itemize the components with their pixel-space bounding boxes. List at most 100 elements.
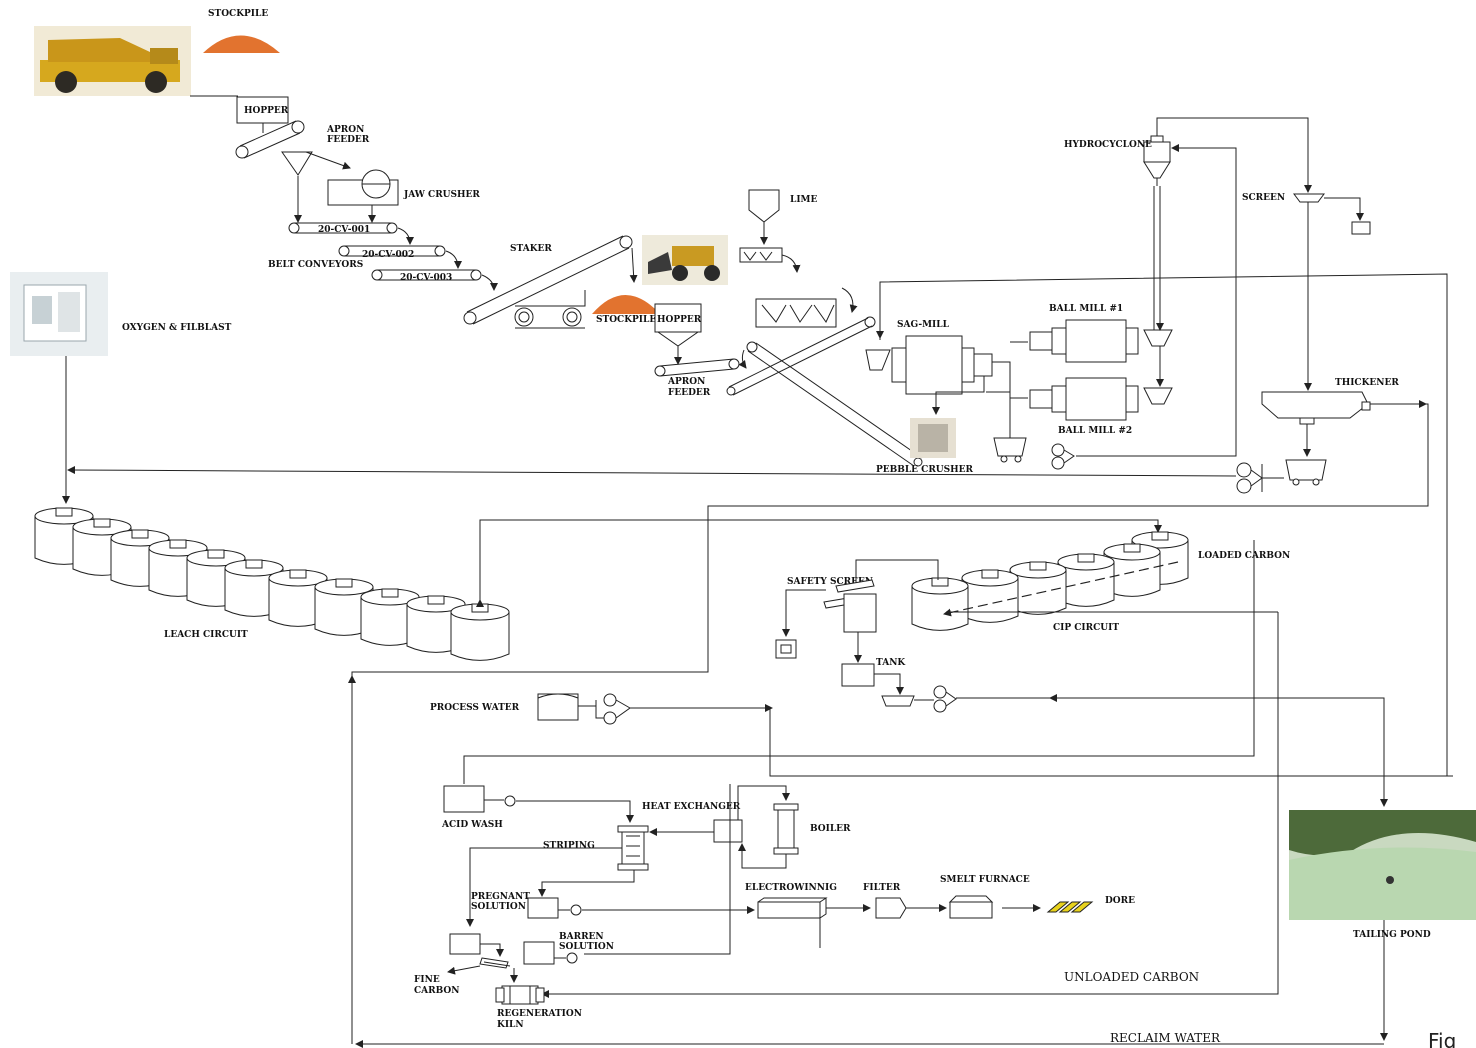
label-acid-wash: ACID WASH [441,820,503,830]
label-apron-feeder-2b: FEEDER [668,388,711,398]
label-filter: FILTER [863,883,901,893]
haul-truck-photo [34,26,191,96]
label-belt-conveyors: BELT CONVEYORS [268,260,363,270]
safety-screen [824,580,876,632]
process-water-tank [538,694,578,720]
fine-carbon-tank [450,934,480,954]
wheel-loader-photo [642,235,728,285]
label-reclaim-water: RECLAIM WATER [1110,1031,1221,1045]
lime-silo [749,190,779,222]
lime-feeder-small [740,248,782,262]
ball-mill-2 [1030,378,1172,420]
figure-caption-fragment: Fig [1428,1029,1456,1048]
label-apron-feeder-1b: FEEDER [327,135,370,145]
label-screen: SCREEN [1242,193,1285,203]
ball-mill-1 [1030,320,1172,362]
label-cv002: 20-CV-002 [362,250,414,260]
tailing-pond-photo [1289,810,1476,920]
pregnant-pump [571,905,581,915]
leach-feed-pump [1237,463,1284,493]
electrowinning-cell [758,898,826,918]
label-fine-2: CARBON [414,986,459,996]
grizzly-screen [282,152,312,175]
stockpile-mid-pile [592,295,660,314]
apron-feeder-2 [655,359,739,376]
cip-tank [912,578,968,630]
label-cip-circuit: CIP CIRCUIT [1053,623,1119,633]
cip-tank [962,570,1018,622]
label-jaw-crusher: JAW CRUSHER [403,190,480,200]
label-striping: STRIPING [543,841,595,851]
label-stockpile-mid: STOCKPILE [596,315,656,325]
tank [842,664,874,686]
tank-sump-pump [882,686,956,712]
label-smelt-furnace: SMELT FURNACE [940,875,1030,885]
striping-column [618,826,648,870]
label-oxygen: OXYGEN & FILBLAST [122,323,232,333]
mill-discharge-sump [994,438,1026,462]
label-lime: LIME [790,195,818,205]
stockpile-top-pile [203,36,280,54]
acid-wash-tank [444,786,484,812]
label-electrowinning: ELECTROWINNIG [745,883,837,893]
label-staker: STAKER [510,244,552,254]
leach-circuit [35,508,509,660]
label-leach-circuit: LEACH CIRCUIT [164,630,248,640]
smelt-furnace [950,896,992,918]
label-sag-mill: SAG-MILL [897,320,950,330]
boiler [774,804,798,854]
sag-mill [866,336,992,394]
label-pebble-crusher: PEBBLE CRUSHER [876,465,974,475]
label-apron-feeder-1a: APRON [326,125,364,135]
label-loaded-carbon: LOADED CARBON [1198,551,1290,561]
label-tank: TANK [876,658,906,668]
dore-bars [1048,902,1092,912]
label-process-water: PROCESS WATER [430,703,520,713]
carbon-sizing-screen [480,958,510,968]
regeneration-kiln [496,986,544,1004]
label-pregnant-2: SOLUTION [471,902,526,912]
label-stockpile-top: STOCKPILE [208,9,268,19]
label-thickener: THICKENER [1335,378,1399,388]
label-ball-mill-2: BALL MILL #2 [1058,426,1132,436]
label-barren-2: SOLUTION [559,942,614,952]
label-cv003: 20-CV-003 [400,273,452,283]
barren-solution-tank [524,942,554,964]
label-hopper-mid: HOPPER [657,315,702,325]
label-regen-1: REGENERATION [497,1009,582,1019]
label-tailing-pond: TAILING POND [1353,930,1431,940]
label-apron-feeder-2a: APRON [667,377,705,387]
label-hopper-top: HOPPER [244,106,289,116]
conveyor-to-sag [727,317,875,395]
thickener [1262,392,1370,424]
thickener-underflow-sump [1286,460,1326,485]
label-barren-1: BARREN [559,932,604,942]
label-pregnant-1: PREGNANT [471,892,530,902]
acid-wash-pump [505,796,515,806]
heat-exchanger [714,820,742,842]
lime-feeder-large [756,299,836,327]
label-heat-exchanger: HEAT EXCHANGER [642,802,741,812]
oxygen-plant-photo [10,272,108,356]
label-dore: DORE [1105,896,1135,906]
cyclone-feed-pump [1052,444,1074,469]
label-hydrocyclone: HYDROCYCLONE [1064,140,1152,150]
label-fine-1: FINE [414,975,440,985]
leach-tank [451,604,509,660]
cip-circuit [912,532,1188,630]
jaw-crusher [328,170,398,205]
filter [876,898,906,918]
label-regen-2: KILN [497,1020,524,1030]
screen-oversize-bin [1352,222,1370,234]
screen [1294,194,1324,202]
label-unloaded-carbon: UNLOADED CARBON [1064,970,1199,984]
label-cv001: 20-CV-001 [318,225,370,235]
label-boiler: BOILER [810,824,851,834]
barren-pump [567,953,577,963]
safety-screen-bin [776,640,796,658]
pebble-crusher-photo [910,418,956,458]
pregnant-solution-tank [528,898,558,918]
label-ball-mill-1: BALL MILL #1 [1049,304,1123,314]
process-water-pump [578,694,630,724]
